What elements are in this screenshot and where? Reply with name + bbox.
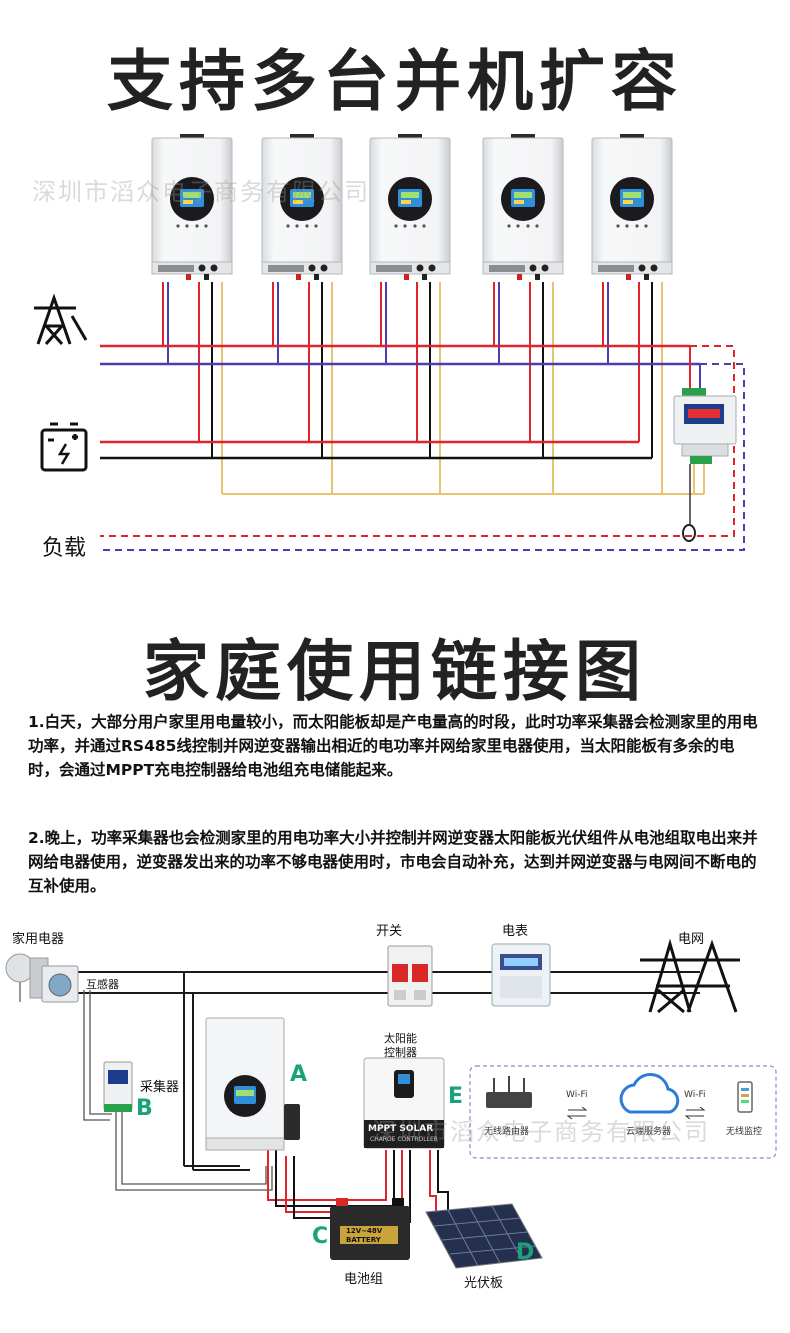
grid-tower-icon xyxy=(34,293,88,345)
router-label: 无线路由器 xyxy=(484,1127,530,1137)
inverter-1 xyxy=(151,133,233,281)
watermark-2: 深圳市滔众电子商务有限公司 xyxy=(372,1118,710,1146)
meter-label: 电表 xyxy=(502,924,529,939)
battery-text-1: 12V~48V xyxy=(346,1227,383,1235)
grid-tower xyxy=(640,938,740,1014)
grid-tie-inverter xyxy=(205,1017,300,1151)
power-collector-b xyxy=(103,1061,133,1112)
battery-label: 电池组 xyxy=(344,1272,384,1287)
battery-text-2: BATTERY xyxy=(346,1236,381,1244)
letter-e: E xyxy=(448,1084,464,1109)
solar-controller-label-1: 太阳能 xyxy=(384,1032,417,1045)
pv-label: 光伏板 xyxy=(464,1276,504,1291)
inverter-2 xyxy=(261,133,343,281)
letter-a: A xyxy=(290,1062,308,1087)
appliances-label: 家用电器 xyxy=(12,932,65,947)
transformer-label: 互感器 xyxy=(86,978,119,991)
daytime-description: 1.白天，大部分用户家里用电量较小，而太阳能板却是产电量高的时段，此时功率采集器… xyxy=(28,713,758,779)
breaker-switch xyxy=(387,945,433,1007)
cloud-label: 云端服务器 xyxy=(626,1127,672,1137)
mppt-text: MPPT SOLAR xyxy=(368,1124,434,1134)
letter-b: B xyxy=(136,1096,153,1121)
battery-icon xyxy=(40,422,88,472)
solar-controller-label-2: 控制器 xyxy=(384,1046,417,1059)
grid-label: 电网 xyxy=(678,932,705,947)
monitor-label: 无线监控 xyxy=(726,1127,763,1137)
home-connection-title: 家庭使用链接图 xyxy=(143,633,647,710)
power-collector xyxy=(673,346,737,542)
home-appliances xyxy=(5,953,79,1003)
parallel-wiring-diagram xyxy=(34,133,745,551)
letter-c: C xyxy=(312,1224,329,1249)
mppt-subtext: CHARGE CONTROLLER xyxy=(370,1136,438,1143)
wifi-label-1: Wi-Fi xyxy=(566,1090,588,1100)
collector-label: 采集器 xyxy=(140,1080,180,1095)
energy-meter xyxy=(491,943,551,1007)
night-description: 2.晚上，功率采集器也会检测家里的用电功率大小并控制并网逆变器太阳能板光伏组件从… xyxy=(28,829,758,895)
letter-d: D xyxy=(516,1240,535,1265)
load-label: 负载 xyxy=(42,536,87,561)
wifi-label-2: Wi-Fi xyxy=(684,1090,706,1100)
inverter-4 xyxy=(482,133,564,281)
inverter-3 xyxy=(369,133,451,281)
parallel-expansion-title: 支持多台并机扩容 xyxy=(107,43,683,120)
switch-label: 开关 xyxy=(376,924,403,939)
watermark: 深圳市滔众电子商务有限公司 xyxy=(32,178,370,206)
inverter-5 xyxy=(591,133,673,281)
